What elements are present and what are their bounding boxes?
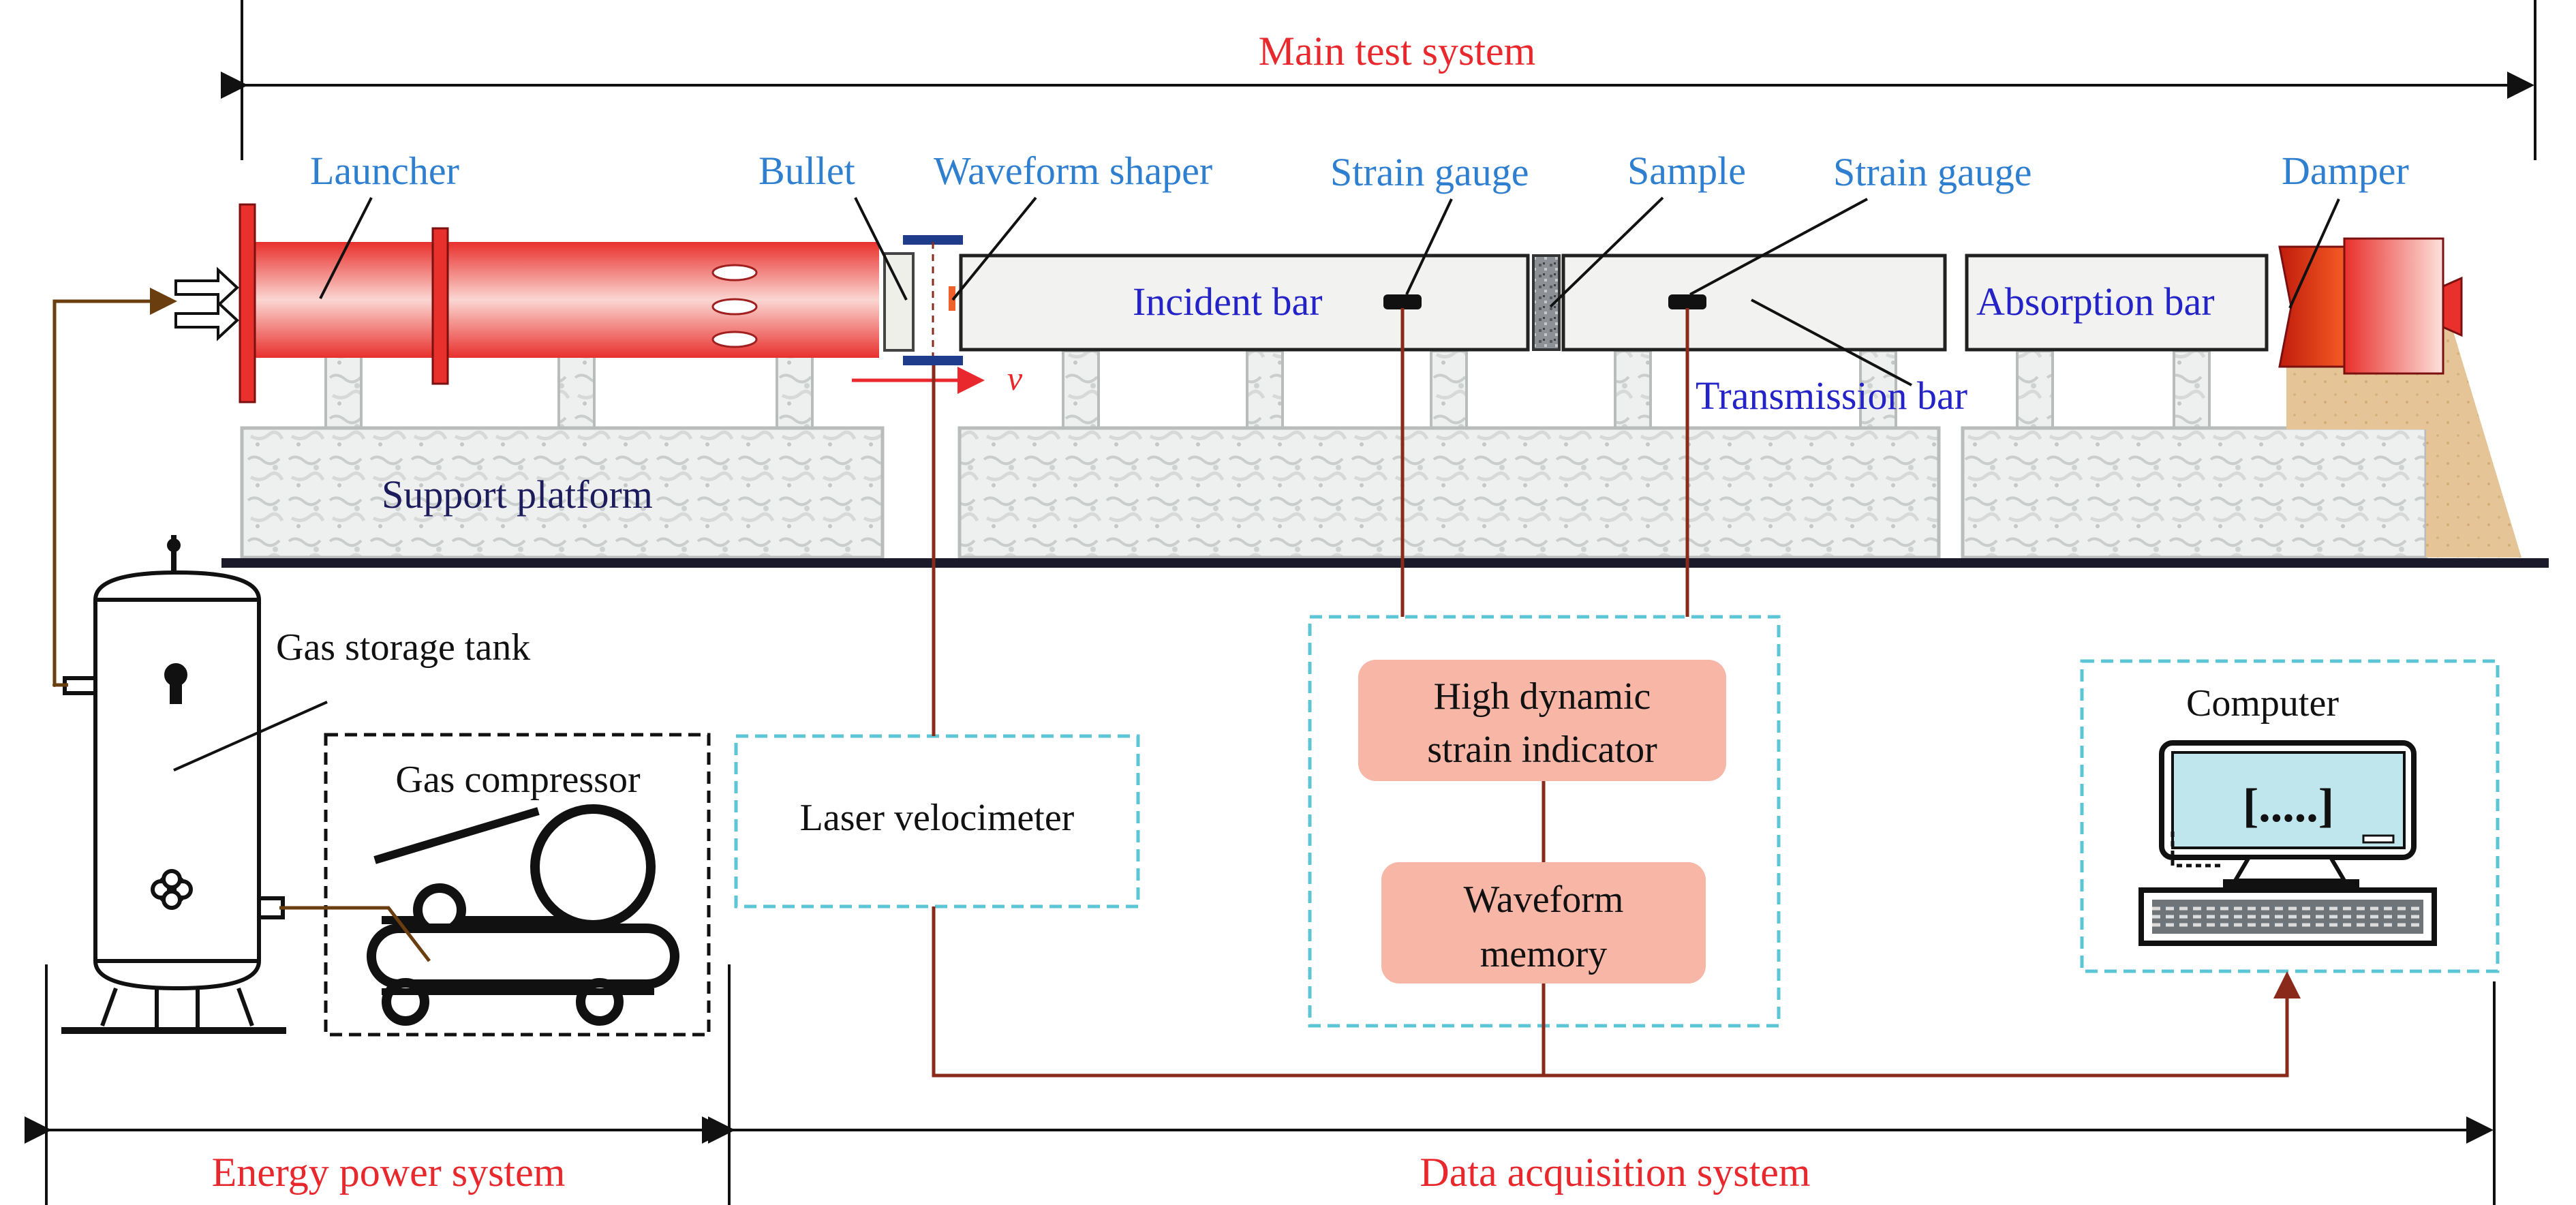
laser-velocimeter-box [734,734,1140,909]
support-platform-2 [957,426,1941,560]
label-data-acquisition-system: Data acquisition system [1420,1150,1810,1195]
velocity-arrow: v [852,359,1023,397]
label-damper: Damper [2282,149,2409,193]
energy-power-system-dimension [25,964,731,1205]
support-platform-1 [240,426,885,560]
label-gas-storage-tank: Gas storage tank [276,626,530,669]
launcher [239,203,879,403]
label-main-test-system: Main test system [1259,29,1536,74]
strain-gauge-1-marker [1383,294,1422,309]
strain-gauge-2-marker [1668,294,1706,309]
signal-lines [932,308,2301,1078]
label-support-platform: Support platform [382,472,653,517]
waveform-memory-box [1381,862,1706,983]
compressor-pipe [279,906,431,962]
label-gas-compressor: Gas compressor [395,759,641,801]
damper [2278,237,2463,375]
gas-inlet-arrows [174,266,239,341]
main-test-system-dimension [221,0,2536,160]
leader-lines [319,196,2340,386]
label-absorption-bar: Absorption bar [1976,279,2215,324]
label-strain-indicator-line2: strain indicator [1427,729,1657,771]
laser-gate [903,235,963,365]
air-supply-pipe [52,288,177,687]
label-waveform-memory-line1: Waveform [1464,879,1624,921]
absorption-bar [1965,254,2269,352]
gas-compressor-machine [367,804,679,1026]
bullet [883,252,915,352]
velocity-label: v [1007,359,1023,397]
gas-storage-tank-leader [173,701,328,772]
label-waveform-shaper: Waveform shaper [934,149,1212,193]
strain-indicator-box [1358,660,1726,781]
label-launcher: Launcher [310,149,459,193]
incident-bar [959,254,1530,352]
label-strain-indicator-line1: High dynamic [1434,675,1651,718]
label-waveform-memory-line2: memory [1480,933,1608,975]
data-acquisition-system-dimension [708,981,2496,1205]
label-bullet: Bullet [758,149,855,193]
support-platform-3 [1961,426,2428,560]
support-legs [324,350,2211,429]
pipe-joint [52,683,57,687]
computer-icon: [.....] [2138,740,2437,946]
label-incident-bar: Incident bar [1133,279,1323,324]
gas-storage-tank [61,535,286,1034]
waveform-shaper [949,286,955,311]
label-strain-gauge-1: Strain gauge [1330,150,1529,194]
screen-glyph: [.....] [2243,780,2334,832]
gas-compressor-box [324,733,711,1037]
label-transmission-bar: Transmission bar [1696,373,1967,418]
label-laser-velocimeter: Laser velocimeter [800,797,1075,839]
label-energy-power-system: Energy power system [212,1150,566,1195]
label-sample: Sample [1627,149,1746,193]
label-computer: Computer [2186,682,2339,724]
label-strain-gauge-2: Strain gauge [1833,150,2032,194]
